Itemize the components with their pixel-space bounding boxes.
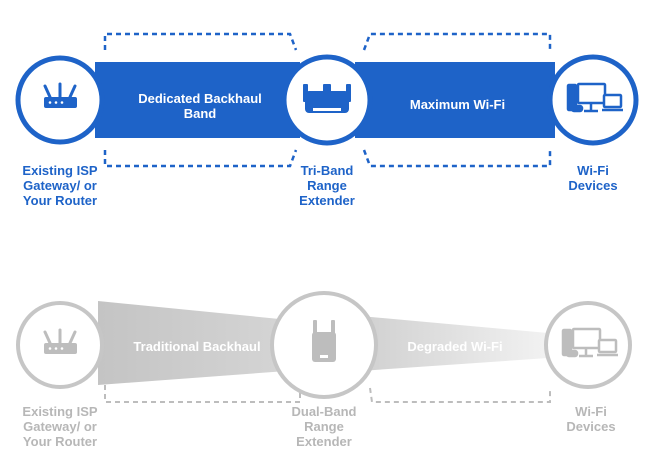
top-devices-label: Wi-Fi Devices bbox=[568, 163, 618, 193]
degraded-wifi-label: Degraded Wi-Fi bbox=[407, 339, 503, 354]
devices-node bbox=[547, 54, 639, 146]
bottom-source-label: Existing ISP Gateway/ or Your Router bbox=[22, 404, 98, 449]
tri-band-extender-icon bbox=[303, 84, 351, 113]
devices-icon bbox=[566, 82, 623, 113]
bottom-row bbox=[16, 291, 632, 403]
degraded-wifi-band bbox=[360, 316, 548, 371]
traditional-backhaul-dashed-outline bbox=[104, 385, 301, 403]
backhaul-dashed-outline bbox=[103, 32, 298, 168]
devices-node-bottom bbox=[544, 301, 632, 389]
maximum-wifi-band bbox=[355, 62, 555, 138]
router-icon bbox=[43, 82, 77, 108]
traditional-backhaul-label: Traditional Backhaul bbox=[133, 339, 261, 354]
top-extender-label: Tri-Band Range Extender bbox=[299, 163, 355, 208]
traditional-backhaul-band bbox=[98, 301, 300, 385]
bottom-extender-label: Dual-Band Range Extender bbox=[291, 404, 357, 449]
top-row bbox=[15, 32, 639, 168]
dedicated-backhaul-label: Dedicated Backhaul Band bbox=[138, 91, 262, 121]
router-icon-bottom bbox=[43, 328, 77, 354]
maximum-wifi-label: Maximum Wi-Fi bbox=[409, 97, 506, 112]
degraded-wifi-dashed-outline bbox=[369, 387, 551, 403]
devices-icon-bottom bbox=[561, 327, 618, 358]
top-source-label: Existing ISP Gateway/ or Your Router bbox=[22, 163, 98, 208]
dual-band-extender-icon bbox=[312, 320, 336, 362]
dedicated-backhaul-band bbox=[95, 62, 300, 138]
bottom-devices-label: Wi-Fi Devices bbox=[566, 404, 616, 434]
